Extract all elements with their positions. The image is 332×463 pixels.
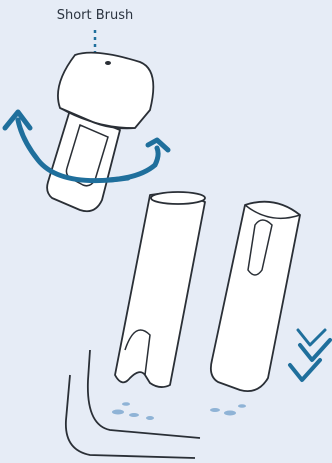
brush-cap-icon [114,191,206,388]
rotate-arrow-left-head [2,109,33,131]
brush-body-icon [209,200,301,393]
separate-body-outline [209,200,301,393]
surface-line-upper [86,349,201,439]
surface-icon [65,349,201,459]
separate-cap-top [150,191,206,205]
separate-cap-notch [124,329,151,376]
brush-body-assembled [46,109,121,213]
rotate-arrow-right-head [145,137,171,153]
rotate-arrow-left [15,117,131,184]
separate-cap-outline [114,192,206,388]
brush-cap-hole [105,61,111,65]
brush-cap-top [57,51,155,130]
surface-line-lower [65,374,196,459]
down-chevrons-icon [288,328,332,382]
short-brush-label: Short Brush [56,8,134,23]
rotate-arrow-right [105,145,161,183]
separate-body-slot [247,219,273,276]
brush-cap-rim [59,107,136,129]
rotate-arrows-icon [2,109,171,184]
separate-body-top [244,204,301,220]
short-brush-with-cap-icon [46,51,155,213]
water-drops-icon [112,402,246,420]
